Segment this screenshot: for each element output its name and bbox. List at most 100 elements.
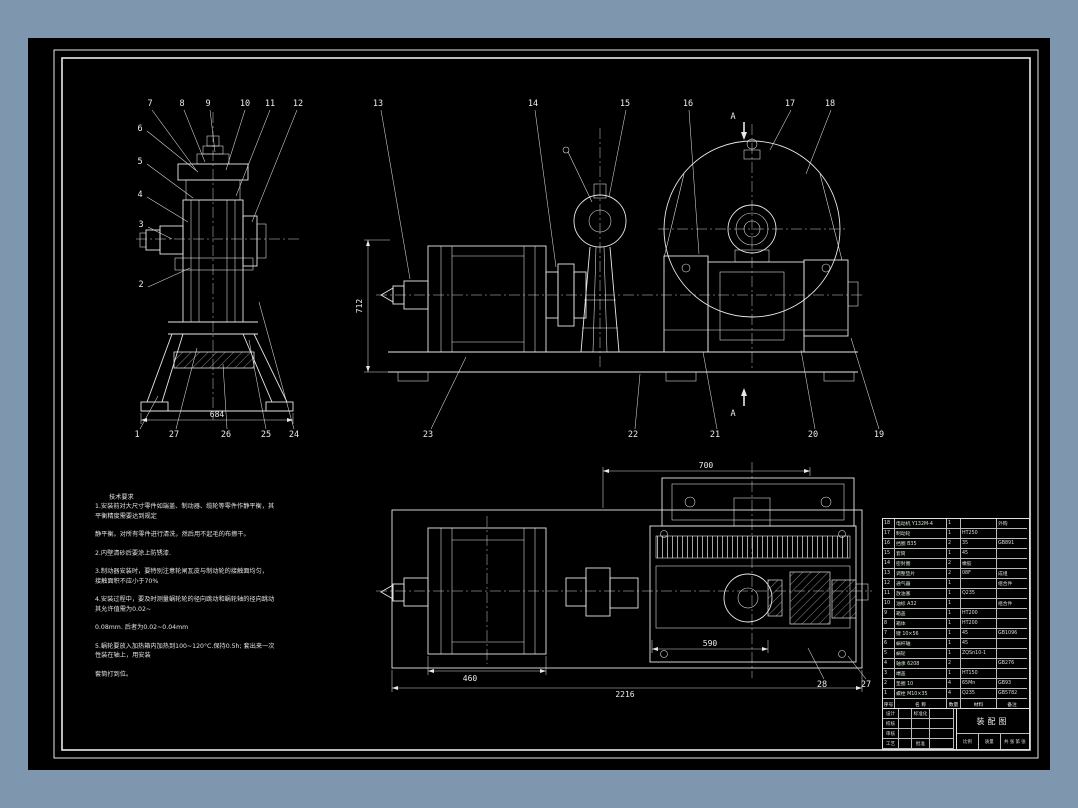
bom-cell-name: 箱盖 [895, 609, 947, 619]
bom-cell-name: 放油塞 [895, 589, 947, 599]
bom-cell-material: Q235 [961, 689, 997, 699]
bom-cell-qty: 2 [947, 539, 961, 549]
tech-requirements-line: 其允许值需为0.02~ [95, 605, 152, 613]
bom-cell-qty: 1 [947, 549, 961, 559]
bom-cell-name: 端盖 [895, 669, 947, 679]
callout-26: 26 [221, 430, 231, 440]
bom-cell-material [961, 659, 997, 669]
bom-cell-remark: GB93 [997, 679, 1027, 689]
bom-cell-remark [997, 639, 1027, 649]
front-view: 7 8 9 10 11 12 6 5 4 3 2 1 27 26 25 24 6… [134, 99, 303, 440]
callout-15: 15 [620, 99, 630, 109]
bom-cell-material: 橡胶 [961, 559, 997, 569]
bom-cell-seq: 12 [883, 579, 895, 589]
bom-row: 12 通气器 1 组合件 [883, 579, 1029, 589]
bom-cell-seq: 1 [883, 689, 895, 699]
tb-blank [899, 739, 912, 749]
tb-sheets-label: 共 张 第 张 [1003, 739, 1026, 745]
bom-header-material: 材料 [961, 699, 997, 709]
bom-cell-material: 35 [961, 539, 997, 549]
bom-cell-seq: 7 [883, 629, 895, 639]
callout-12: 12 [293, 99, 303, 109]
bom-cell-qty: 2 [947, 569, 961, 579]
bom-row: 18 电动机 Y132M-4 1 外购 [883, 519, 1029, 529]
bom-cell-name: 螺栓 M10×35 [895, 689, 947, 699]
callout-10: 10 [240, 99, 250, 109]
callout-1: 1 [134, 430, 139, 440]
bom-cell-name: 调整垫片 [895, 569, 947, 579]
bom-cell-remark: 组合件 [997, 579, 1027, 589]
bom-cell-seq: 3 [883, 669, 895, 679]
tech-requirements-line [95, 539, 295, 548]
bom-cell-material: Q235 [961, 589, 997, 599]
tech-requirements-title: 技术要求 [109, 494, 134, 501]
tech-requirements-line: 0.08mm. 后者为0.02~0.04mm [95, 624, 189, 632]
callout-19: 19 [874, 430, 884, 440]
bom-cell-qty: 1 [947, 599, 961, 609]
bom-cell-material: 45 [961, 549, 997, 559]
tb-audit-label: 审核 [883, 729, 899, 739]
bom-row: 16 挡圈 B35 2 35 GB891 [883, 539, 1029, 549]
bom-row: 8 箱体 1 HT200 [883, 619, 1029, 629]
bom-cell-material: HT200 [961, 609, 997, 619]
tb-weight-label: 质量 [979, 734, 1001, 749]
tech-requirements-line: 3.制动器安装时，要特别注意轮闸瓦皮与制动轮的接触面均匀， [95, 568, 268, 576]
sheet-frame [28, 38, 1050, 770]
bom-cell-seq: 17 [883, 529, 895, 539]
bom-row: 4 轴承 6208 2 GB276 [883, 659, 1029, 669]
tech-requirements-line: 性装在轴上，用安装 [95, 652, 151, 660]
bom-cell-remark [997, 589, 1027, 599]
bom-cell-qty: 4 [947, 689, 961, 699]
bom-cell-qty: 1 [947, 639, 961, 649]
tb-design-label: 设计 [883, 709, 899, 719]
bom-cell-qty: 1 [947, 589, 961, 599]
bom-cell-seq: 9 [883, 609, 895, 619]
bom-cell-material [961, 599, 997, 609]
tech-requirements-line: 接触面积不应小于70% [95, 577, 159, 585]
bom-cell-material [961, 519, 997, 529]
tech-requirements-lines: 1.安装前对大尺寸零件如端盖、制动器、缆轮等零件作静平衡，其平衡精度需要达到规定… [95, 502, 295, 679]
callout-4: 4 [137, 190, 142, 200]
tb-blank [930, 739, 954, 749]
bom-cell-name: 蜗轮 [895, 649, 947, 659]
bom-cell-qty: 1 [947, 649, 961, 659]
bom-header: 序号 名 称 数量 材料 备注 [883, 699, 1029, 709]
bom-cell-name: 键 10×56 [895, 629, 947, 639]
callout-25: 25 [261, 430, 271, 440]
tech-requirements-line: 1.安装前对大尺寸零件如端盖、制动器、缆轮等零件作静平衡，其 [95, 503, 275, 511]
bom-header-remark: 备注 [1007, 702, 1017, 708]
bom-cell-name: 箱体 [895, 619, 947, 629]
bom-cell-material: HT200 [961, 619, 997, 629]
callout-2: 2 [138, 280, 143, 290]
callout-13: 13 [373, 99, 383, 109]
callout-20: 20 [808, 430, 818, 440]
bom-header-qty: 数量 [947, 699, 961, 709]
callout-11: 11 [265, 99, 275, 109]
tech-requirements-line: 套筒打到位。 [95, 670, 133, 678]
tb-check-label: 校核 [883, 719, 899, 729]
bom-header-name: 名 称 [895, 699, 947, 709]
bom-table: 18 电动机 Y132M-4 1 外购 17 制动轮 1 HT250 16 挡圈… [882, 518, 1030, 710]
bom-row: 10 油标 A32 1 组合件 [883, 599, 1029, 609]
bom-rows: 18 电动机 Y132M-4 1 外购 17 制动轮 1 HT250 16 挡圈… [883, 519, 1029, 699]
section-label-a-top: A [730, 112, 735, 122]
bom-cell-remark: 外购 [997, 519, 1027, 529]
bom-cell-remark: GB1096 [997, 629, 1027, 639]
bom-cell-remark [997, 649, 1027, 659]
bom-cell-seq: 2 [883, 679, 895, 689]
bom-cell-qty: 1 [947, 519, 961, 529]
bom-cell-seq: 16 [883, 539, 895, 549]
bom-cell-seq: 4 [883, 659, 895, 669]
callout-5: 5 [137, 157, 142, 167]
bom-cell-name: 制动轮 [895, 529, 947, 539]
bom-cell-material: HT250 [961, 529, 997, 539]
bom-cell-qty: 1 [947, 529, 961, 539]
bom-cell-name: 电动机 Y132M-4 [895, 519, 947, 529]
bom-cell-material: 08F [961, 569, 997, 579]
bom-cell-name: 油标 A32 [895, 599, 947, 609]
bom-cell-remark [997, 619, 1027, 629]
dim-684: 684 [210, 410, 225, 419]
callout-21: 21 [710, 430, 720, 440]
tech-requirements-line [95, 660, 295, 669]
